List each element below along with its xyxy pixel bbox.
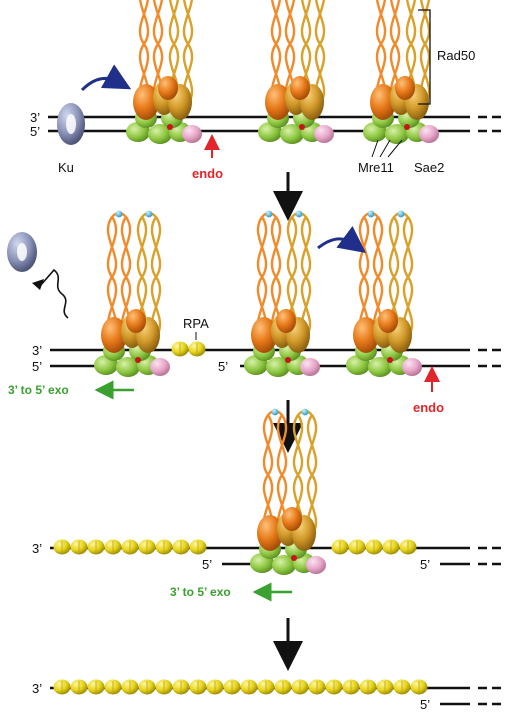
three-prime-label: 3’ bbox=[32, 343, 42, 358]
mrx-complex bbox=[126, 0, 202, 144]
mrx-complex bbox=[258, 0, 334, 144]
sae2-label: Sae2 bbox=[414, 160, 444, 175]
endo-label: endo bbox=[413, 400, 444, 415]
rpa-filament bbox=[53, 679, 428, 695]
five-prime-label: 5’ bbox=[420, 557, 430, 572]
mrx-complex bbox=[244, 211, 320, 377]
five-prime-label: 5’ bbox=[420, 697, 430, 712]
three-prime-label: 3’ bbox=[30, 110, 40, 125]
five-prime-label: 5’ bbox=[202, 557, 212, 572]
rpa-filament-right bbox=[331, 539, 417, 555]
three-prime-label: 3’ bbox=[32, 541, 42, 556]
stage-4: 3’ 5’ bbox=[32, 679, 506, 712]
ku-label: Ku bbox=[58, 160, 74, 175]
stage-2: 3’ 5’ 5’ RPA 3’ to 5’ exo endo bbox=[7, 211, 506, 415]
curved-arrow bbox=[80, 64, 132, 92]
five-prime-label: 5’ bbox=[30, 124, 40, 139]
ku-ring-released bbox=[7, 232, 37, 272]
five-prime-label: 5’ bbox=[218, 359, 228, 374]
stage-1: 3’ 5’ Ku Rad50 endo Mre11 Sae2 bbox=[30, 0, 506, 181]
mrx-complex bbox=[346, 211, 422, 377]
five-prime-label: 5’ bbox=[32, 359, 42, 374]
mre11-pointers bbox=[371, 139, 403, 158]
rpa-bead bbox=[188, 341, 206, 357]
rad50-bracket bbox=[418, 9, 431, 105]
rad50-label: Rad50 bbox=[437, 48, 475, 63]
exo-label: 3’ to 5’ exo bbox=[170, 585, 231, 599]
rpa-bead bbox=[171, 341, 189, 357]
rpa-label: RPA bbox=[183, 316, 209, 331]
stage-3: 3’ 5’ 5’ 3’ to 5’ exo bbox=[32, 409, 506, 602]
exo-label: 3’ to 5’ exo bbox=[8, 383, 69, 397]
ku-ring bbox=[57, 103, 85, 145]
three-prime-label: 3’ bbox=[32, 681, 42, 696]
mre11-label: Mre11 bbox=[358, 160, 394, 175]
rpa-filament-left bbox=[53, 539, 207, 555]
mrx-complex bbox=[94, 211, 170, 377]
endo-label: endo bbox=[192, 166, 223, 181]
mrx-complex bbox=[363, 0, 439, 144]
curved-arrow bbox=[317, 226, 367, 253]
wavy-arrow bbox=[39, 268, 69, 319]
